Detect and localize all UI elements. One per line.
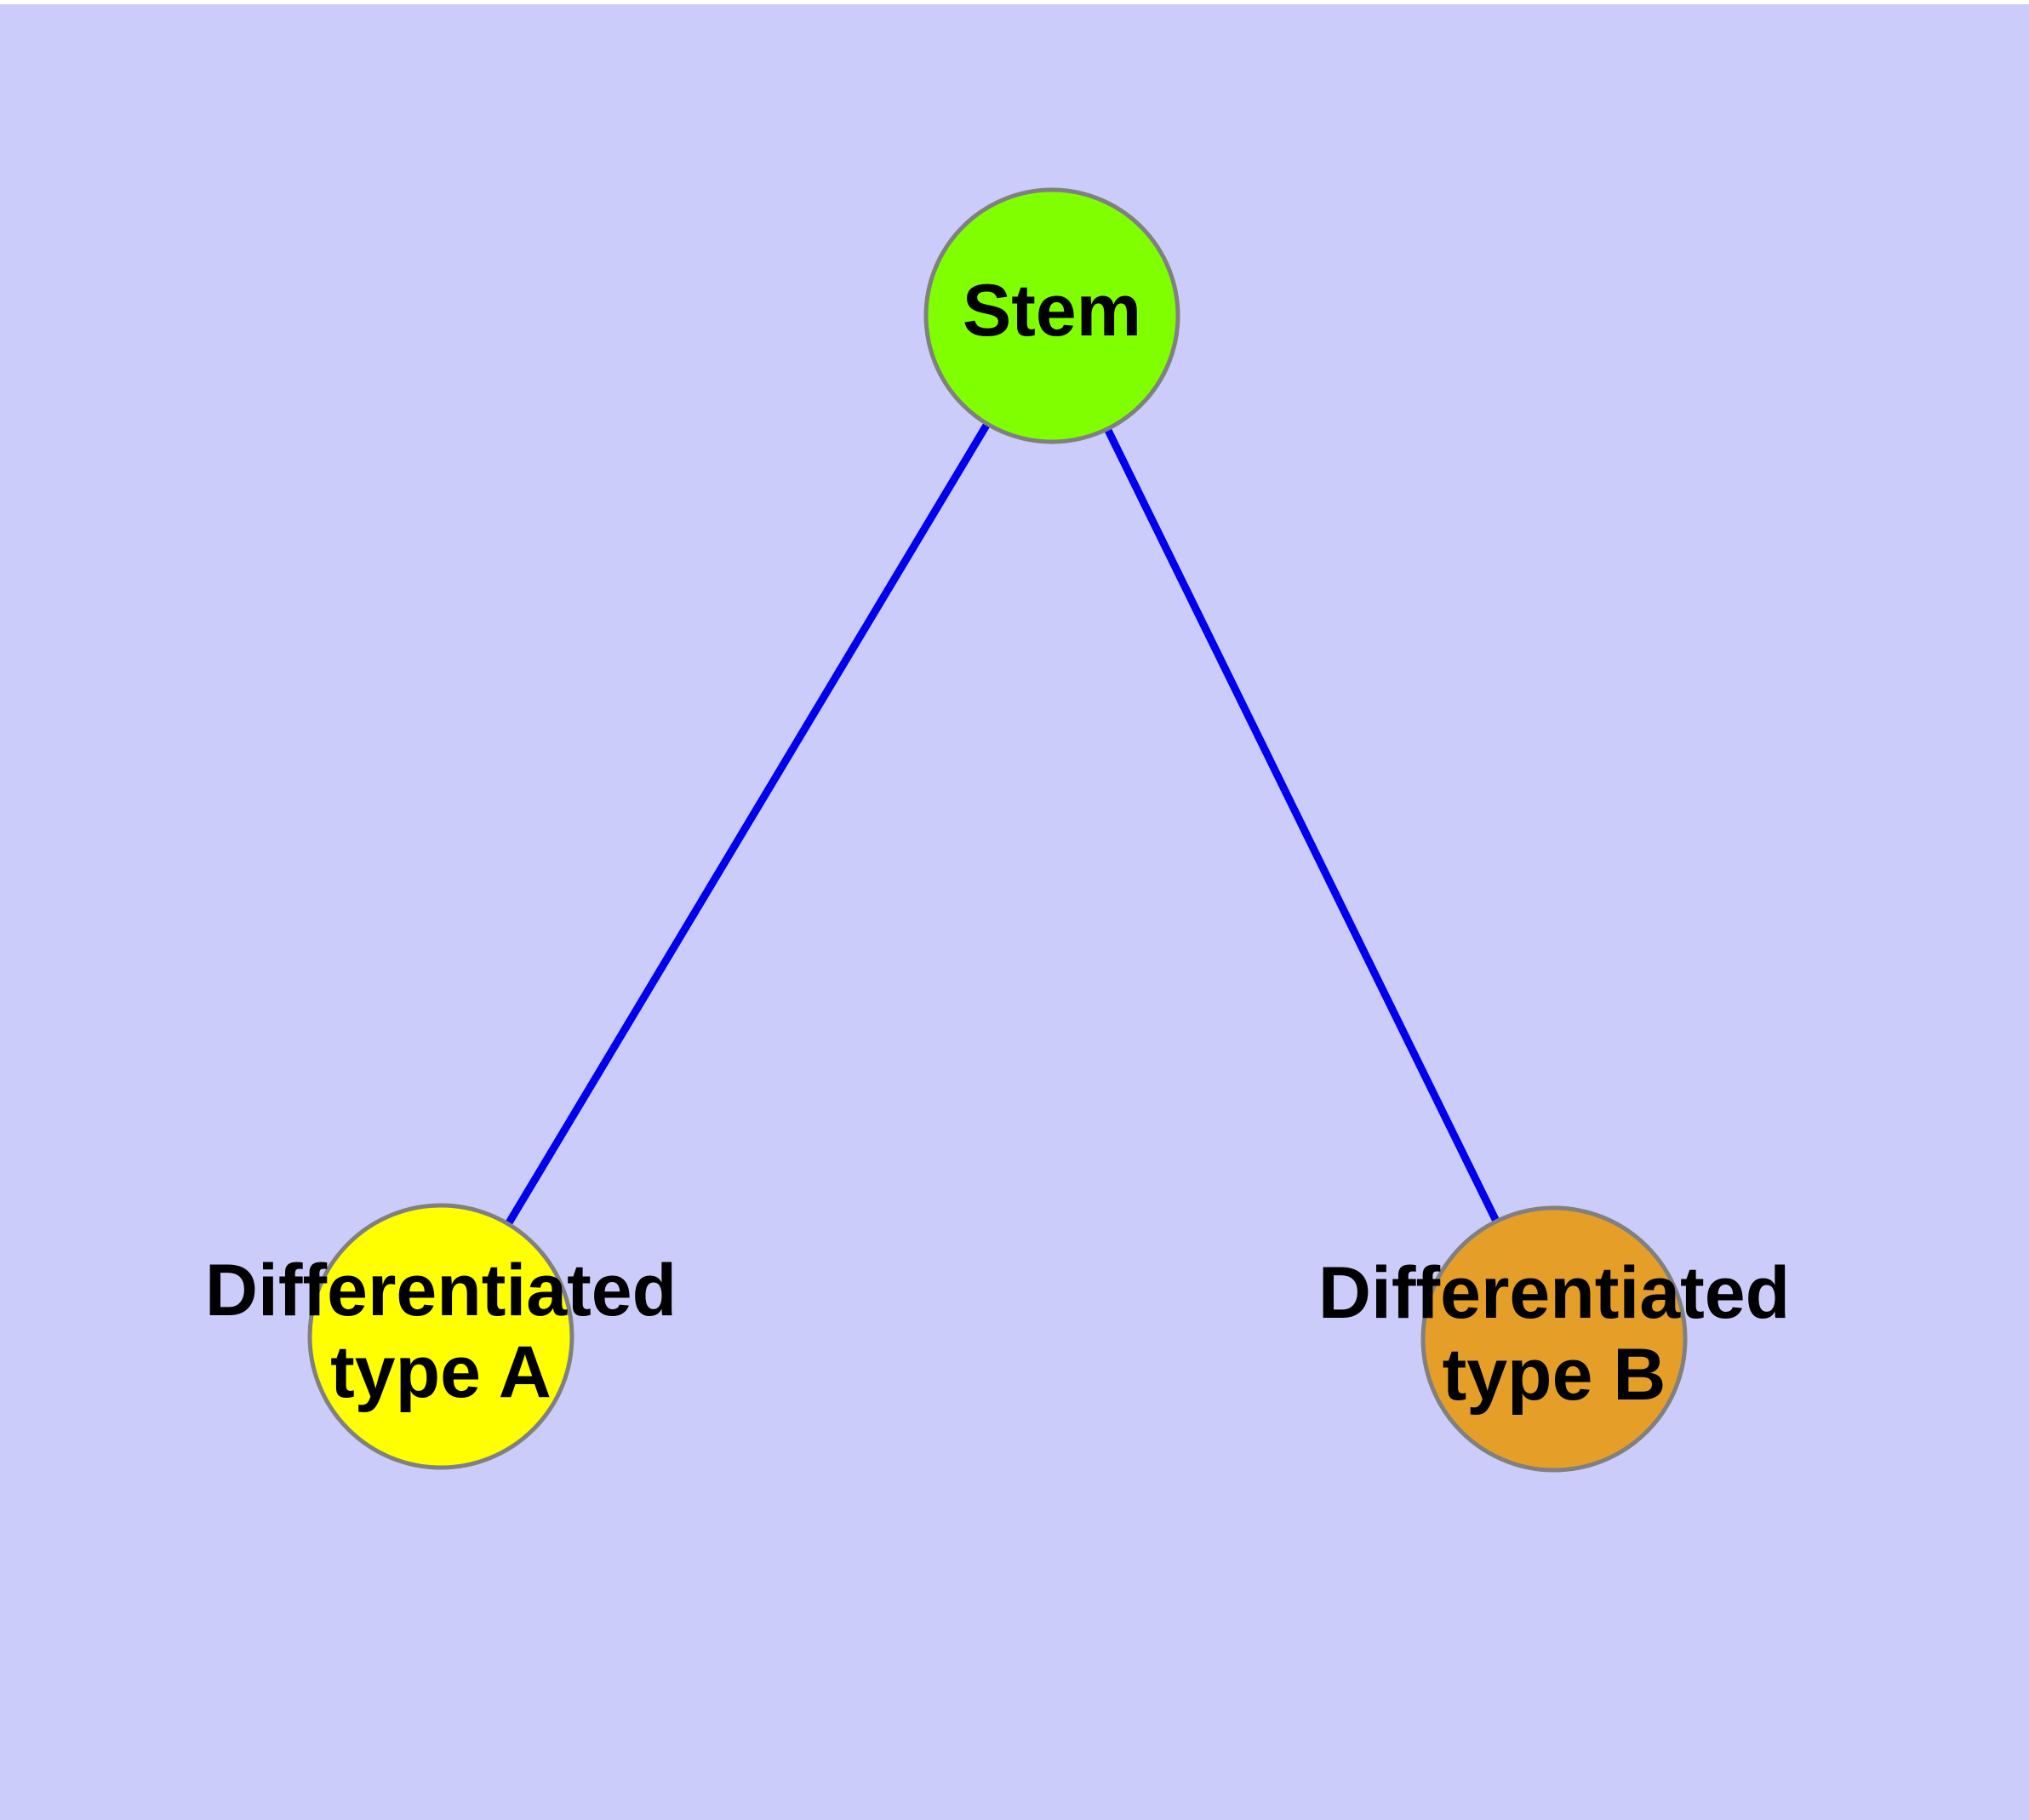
label-line: type A (330, 1331, 552, 1413)
label-line: Differentiated (1318, 1252, 1790, 1334)
graph-node-label-stem: Stem (963, 270, 1141, 352)
node-layer (307, 187, 1688, 1473)
edge-layer (437, 313, 1558, 1341)
graph-node-stem[interactable] (923, 187, 1180, 444)
label-line: Stem (963, 270, 1141, 352)
label-line: type B (1443, 1334, 1666, 1416)
graph-edge[interactable] (1048, 314, 1558, 1341)
graph-edge[interactable] (437, 313, 1055, 1339)
graph-node-diff_b[interactable] (1420, 1205, 1688, 1473)
graph-node-diff_a[interactable] (307, 1203, 574, 1470)
label-line: Differentiated (205, 1250, 677, 1331)
